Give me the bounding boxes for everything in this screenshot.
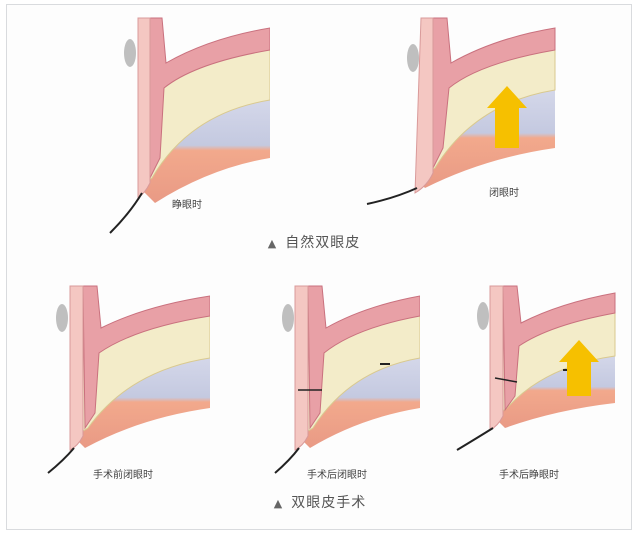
eyebrow-hair [282, 304, 294, 332]
caption-natural-closed: 闭眼时 [489, 188, 519, 199]
eyelid-closed-illustration [366, 17, 556, 205]
eyelash [456, 427, 494, 451]
eyelid-postsurgery-open-illustration [456, 285, 616, 451]
upward-arrow-icon [559, 340, 599, 396]
eyeball [415, 88, 555, 188]
eyeball [75, 356, 210, 448]
panel-postsurgery-closed [270, 278, 420, 478]
caption-natural-open: 睁眼时 [172, 200, 202, 211]
levator-muscle [502, 285, 616, 412]
panel-presurgery-closed [40, 278, 210, 478]
eyelid-presurgery-illustration [47, 285, 210, 474]
panel-postsurgery-open [455, 278, 620, 478]
levator-muscle [432, 17, 556, 169]
eyeball [140, 98, 270, 203]
eyebrow-hair [56, 304, 68, 332]
eyelash [274, 447, 300, 474]
levator-muscle [82, 285, 210, 430]
section-title-natural-text: 自然双眼皮 [285, 235, 361, 251]
eyebrow-hair [124, 39, 136, 67]
panel-natural-closed [355, 8, 565, 218]
levator-muscle [147, 17, 270, 179]
eyelash [366, 187, 418, 205]
eyebrow-hair [477, 302, 489, 330]
eyelid-skin [414, 17, 434, 194]
eyeball [300, 356, 420, 448]
eyelid-open-illustration [109, 17, 270, 234]
panel-natural-open [100, 8, 270, 238]
suture-line [494, 377, 518, 383]
eyebrow-hair [407, 44, 419, 72]
section-title-surgery: ▲ 双眼皮手术 [274, 492, 366, 512]
eyelid-skin [69, 285, 84, 451]
eyelid-skin [294, 285, 309, 451]
levator-muscle [307, 285, 420, 430]
triangle-marker-icon: ▲ [267, 237, 278, 250]
eyelid-skin [137, 17, 151, 199]
upward-arrow-icon [487, 86, 527, 148]
eyelash [47, 447, 75, 474]
caption-presurgery-closed: 手术前闭眼时 [93, 470, 153, 481]
section-title-surgery-text: 双眼皮手术 [291, 495, 367, 511]
eyelash [109, 192, 143, 234]
eyelid-postsurgery-closed-illustration [274, 285, 420, 474]
eyelid-skin [489, 285, 504, 431]
section-title-natural: ▲ 自然双眼皮 [268, 232, 360, 252]
caption-postsurgery-closed: 手术后闭眼时 [307, 470, 367, 481]
triangle-marker-icon: ▲ [273, 497, 284, 510]
caption-postsurgery-open: 手术后睁眼时 [499, 470, 559, 481]
